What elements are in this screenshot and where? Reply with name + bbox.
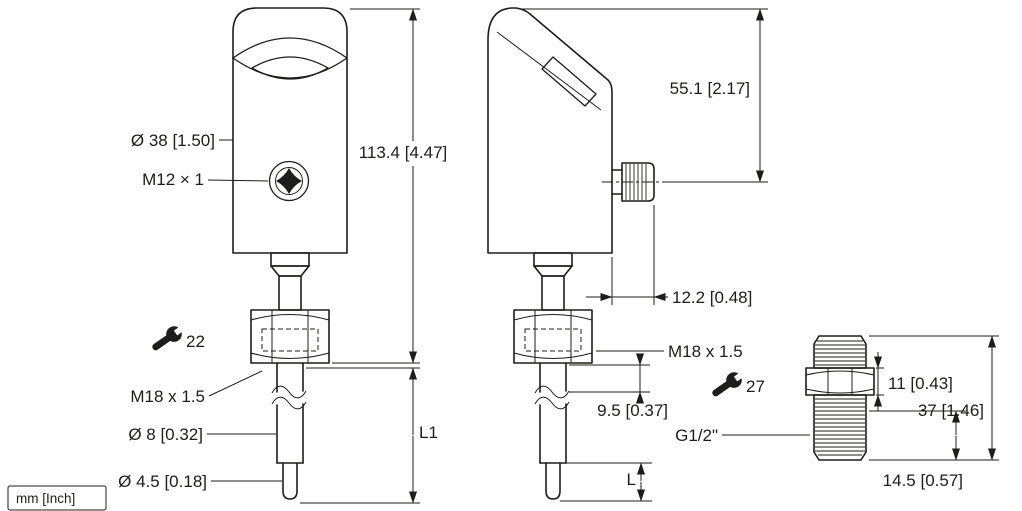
label-wrench-size-22: 22 (186, 332, 205, 351)
adapter-view-dimensions: 11 [0.43] 37 [1.46] 14.5 [0.57] (869, 335, 999, 490)
label-tip-length: L (627, 470, 636, 489)
units-note-label: mm [Inch] (16, 491, 75, 506)
label-probe-diameter: Ø 8 [0.32] (128, 425, 203, 444)
label-head-length: 55.1 [2.17] (670, 79, 750, 98)
probe-side (534, 362, 570, 500)
wrench-icon (712, 370, 746, 397)
label-insertion-length: L1 (419, 423, 438, 442)
label-tip-diameter: Ø 4.5 [0.18] (118, 472, 207, 491)
label-connector-length: 12.2 [0.48] (672, 288, 752, 307)
probe-front (271, 362, 307, 500)
wrench-icon (152, 324, 186, 351)
m12-connector-face (268, 160, 310, 202)
front-view (232, 7, 348, 500)
label-thread-length-side: 9.5 [0.37] (597, 401, 668, 420)
adapter-lower-thread-lines (815, 398, 865, 456)
label-process-thread-side: M18 x 1.5 (668, 342, 743, 361)
adapter-hex (805, 367, 875, 396)
front-view-dimensions: Ø 38 [1.50] M12 × 1 113.4 [4.47] 22 M18 … (118, 8, 448, 504)
process-connection-front (250, 252, 330, 364)
side-view-dimensions: 55.1 [2.17] 12.2 [0.48] M18 x 1.5 9.5 [0… (520, 8, 810, 502)
label-connector-thread: M12 × 1 (142, 170, 204, 189)
label-process-thread-front: M18 x 1.5 (130, 387, 205, 406)
label-total-length: 113.4 [4.47] (359, 143, 448, 162)
adapter-upper-thread-lines (815, 340, 865, 366)
label-wrench-size-27: 27 (746, 377, 765, 396)
label-adapter-thread: G1/2" (675, 426, 718, 445)
label-adapter-hex-height: 11 [0.43] (888, 374, 953, 393)
m12-connector-side (602, 162, 666, 202)
label-adapter-thread-length: 14.5 [0.57] (883, 471, 963, 490)
adapter-view (805, 335, 875, 461)
sensor-head-front (232, 7, 348, 254)
sensor-head-side (487, 7, 613, 254)
side-view (487, 7, 666, 500)
label-head-diameter: Ø 38 [1.50] (131, 131, 215, 150)
units-box: mm [Inch] (7, 485, 107, 511)
process-connection-side (513, 252, 593, 364)
